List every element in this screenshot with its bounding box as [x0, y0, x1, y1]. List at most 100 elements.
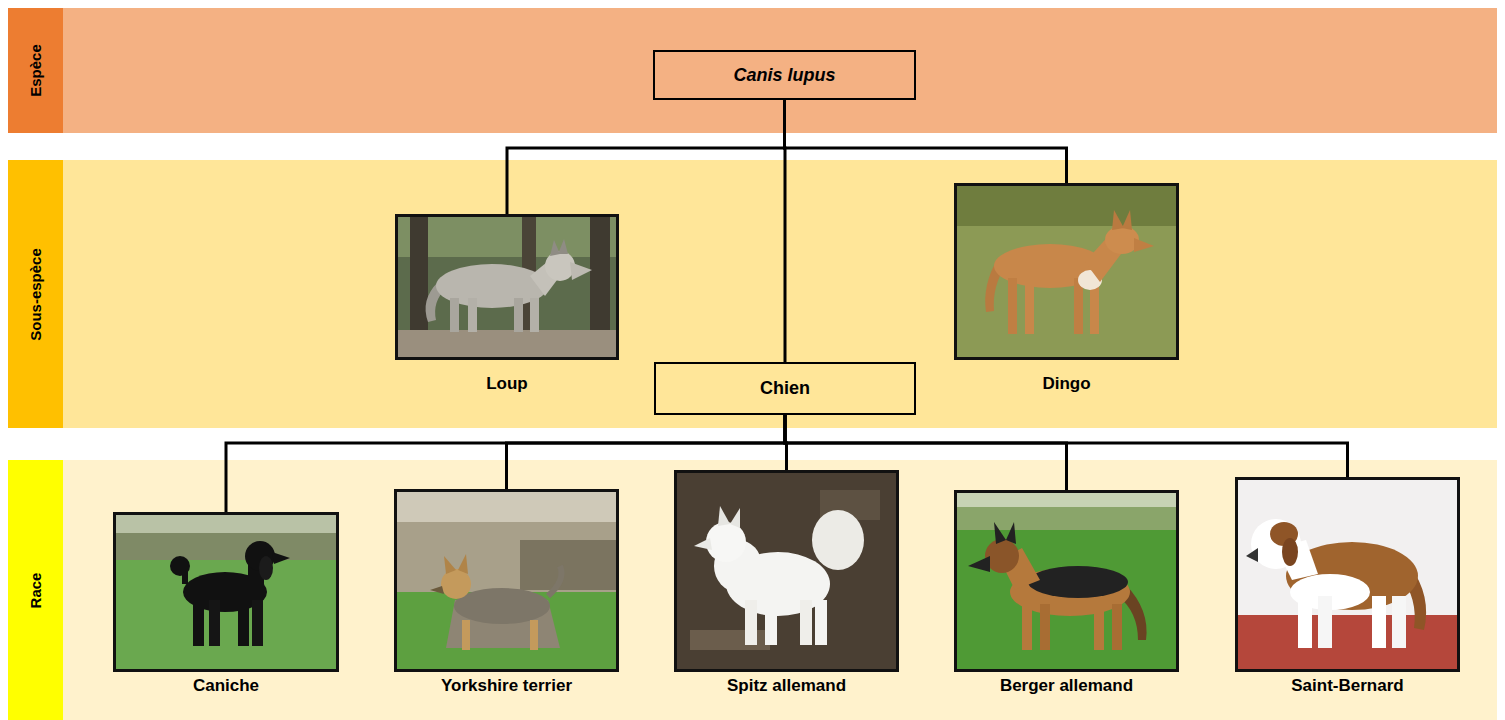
- photo-node: Dingo: [954, 183, 1179, 394]
- tree-connector: [783, 100, 787, 362]
- photo-shape: [1134, 238, 1154, 252]
- taxon-band: RaceCaniche Yorkshire terrierSpitz allema…: [8, 460, 1497, 720]
- photo-frame: [1235, 477, 1460, 672]
- photo-caption: Caniche: [113, 676, 339, 696]
- photo-shape: [1238, 480, 1457, 669]
- photo-node: Yorkshire terrier: [394, 489, 619, 696]
- photo-shape: [1010, 568, 1130, 616]
- photo-shape: [193, 600, 204, 646]
- photo-shape: [182, 566, 188, 584]
- photo-shape: [1105, 226, 1139, 254]
- yorkshire-photo: [397, 492, 616, 669]
- photo-shape: [957, 493, 1176, 669]
- photo-node: Caniche: [113, 512, 339, 696]
- photo-shape: [1290, 574, 1370, 610]
- photo-shape: [714, 540, 762, 592]
- photo-shape: [398, 217, 616, 357]
- photo-shape: [968, 556, 990, 572]
- taxon-name: Chien: [760, 378, 810, 399]
- photo-shape: [1085, 232, 1124, 282]
- photo-shape: [706, 522, 746, 562]
- taxon-name: Canis lupus: [733, 65, 835, 86]
- photo-shape: [690, 630, 770, 650]
- tree-connector: [226, 415, 785, 512]
- photo-shape: [745, 600, 757, 645]
- band-strip: Sous-espèce: [8, 160, 63, 428]
- photo-shape: [1400, 566, 1426, 630]
- photo-shape: [468, 298, 477, 332]
- photo-shape: [730, 508, 740, 528]
- photo-shape: [454, 588, 550, 624]
- photo-shape: [726, 552, 830, 616]
- poodle-photo: [116, 515, 336, 669]
- saint-bernard-photo: [1238, 480, 1457, 669]
- photo-shape: [1270, 522, 1298, 546]
- tree-connector: [507, 100, 785, 214]
- rank-label: Sous-espèce: [27, 248, 44, 341]
- photo-shape: [1276, 540, 1318, 580]
- photo-shape: [1251, 519, 1301, 569]
- photo-shape: [820, 490, 880, 520]
- photo-shape: [1028, 566, 1128, 598]
- photo-shape: [398, 217, 616, 257]
- photo-shape: [1006, 522, 1016, 544]
- photo-shape: [245, 541, 275, 571]
- photo-shape: [530, 620, 538, 650]
- taxon-box: Canis lupus: [653, 50, 916, 100]
- photo-shape: [530, 298, 539, 332]
- photo-shape: [548, 566, 562, 596]
- photo-shape: [116, 515, 336, 560]
- photo-shape: [815, 600, 827, 645]
- photo-node: Spitz allemand: [674, 470, 899, 696]
- photo-shape: [1372, 596, 1386, 648]
- photo-shape: [530, 258, 560, 296]
- photo-shape: [238, 600, 249, 646]
- tree-connector: [785, 100, 1067, 183]
- photo-shape: [462, 620, 470, 650]
- photo-shape: [444, 556, 456, 574]
- photo-shape: [765, 600, 777, 645]
- photo-shape: [994, 522, 1006, 544]
- tree-connector: [785, 415, 1348, 477]
- photo-shape: [957, 493, 1176, 530]
- photo-shape: [558, 239, 568, 254]
- photo-shape: [397, 492, 616, 592]
- photo-frame: [113, 512, 339, 672]
- photo-shape: [446, 600, 560, 648]
- photo-shape: [252, 600, 263, 646]
- photo-shape: [957, 186, 1176, 357]
- photo-shape: [1074, 278, 1083, 334]
- photo-shape: [1008, 278, 1017, 334]
- photo-shape: [1000, 548, 1040, 590]
- photo-shape: [1025, 278, 1034, 334]
- photo-shape: [1112, 210, 1124, 230]
- photo-shape: [430, 586, 444, 594]
- photo-shape: [1286, 542, 1418, 610]
- band-strip: Race: [8, 460, 63, 720]
- photo-frame: [674, 470, 899, 672]
- photo-shape: [410, 217, 428, 332]
- photo-shape: [183, 572, 267, 612]
- photo-shape: [1112, 604, 1122, 650]
- photo-shape: [209, 600, 220, 646]
- photo-shape: [550, 240, 560, 256]
- photo-shape: [1090, 278, 1099, 334]
- rank-label: Race: [27, 572, 44, 608]
- photo-shape: [570, 262, 592, 280]
- photo-shape: [718, 506, 730, 526]
- tree-connector: [785, 415, 1067, 490]
- photo-caption: Spitz allemand: [674, 676, 899, 696]
- photo-shape: [450, 298, 459, 332]
- tree-connector: [785, 415, 787, 470]
- photo-shape: [458, 554, 468, 574]
- photo-shape: [1238, 615, 1457, 669]
- photo-shape: [426, 282, 446, 322]
- photo-frame: [954, 183, 1179, 360]
- photo-shape: [1078, 270, 1102, 290]
- photo-shape: [590, 217, 610, 332]
- photo-shape: [985, 539, 1019, 573]
- photo-shape: [812, 510, 864, 570]
- band-strip: Espèce: [8, 8, 63, 133]
